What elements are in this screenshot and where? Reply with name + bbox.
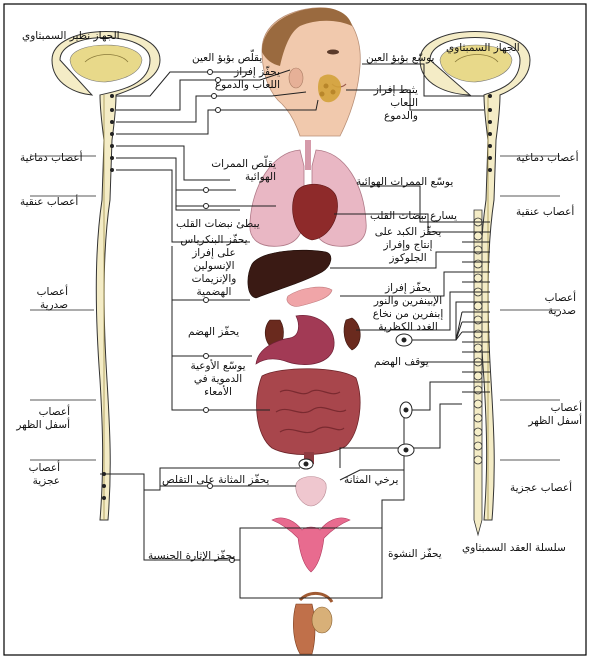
right-thoracic-nerves-label: أعصاب صدرية [526,292,576,318]
symp-heart-label: يسارع نبضات القلب [370,210,457,223]
right-cranial-nerves-label: أعصاب دماغية [516,152,579,165]
right-sacral-nerves-label: أعصاب عجزية [510,482,572,495]
para-bladder-label: يحفّز المثانة على التقلص [162,474,269,487]
para-vessels-label: يوسّع الأوعية الدموية في الأمعاء [186,360,250,399]
sympathetic-ganglion-chain [474,210,482,535]
para-heart-label: يبطئ نبضات القلب [176,218,260,231]
para-saliva-label: يحفّز إفراز اللعاب والدموع [210,66,280,92]
symp-bladder-label: يرخي المثانة [344,474,398,487]
symp-pupil-label: يوسّع بؤبؤ العين [366,52,434,65]
intestines-illustration [257,369,361,464]
lungs-illustration [250,140,366,246]
right-cervical-nerves-label: أعصاب عنقية [516,206,574,219]
symp-liver-label: يحفّز الكبد على إنتاج وإفراز الجلوكوز [372,226,444,265]
parasympathetic-ganglia [204,70,235,563]
symp-adrenal-label: يحفّز إفراز الإبينفرين والنور إبنفرين من… [366,282,450,334]
bladder-illustration [296,477,327,507]
left-thoracic-nerves-label: أعصاب صدرية [14,286,68,312]
parasympathetic-title: الجهاز نظير السمبثاوي [22,30,120,43]
left-brain-spinal-cord [52,32,160,521]
right-lumbar-nerves-label: أعصاب أسفل الظهر [524,402,582,428]
para-arousal-label: يحفّز الإثارة الجنسية [148,550,235,563]
male-reproductive-illustration [293,593,332,654]
symp-airways-label: يوسّع الممرات الهوائية [356,176,453,189]
para-pancreas-label: يحفّز البنكرياس على إفراز الإنسولين والإ… [176,234,252,299]
para-airways-label: يقلّص الممرات الهوائية [200,158,276,184]
para-digestion-label: يحفّز الهضم [188,326,239,339]
para-pupil-label: يقلّص بؤبؤ العين [192,52,262,65]
symp-digestion-label: يوقف الهضم [374,356,429,369]
left-sacral-nerves-label: أعصاب عجزية [14,462,60,488]
left-cranial-nerves-label: أعصاب دماغية [20,152,83,165]
uterus-illustration [272,518,350,572]
sympathetic-title: الجهاز السمبثاوي [446,42,520,55]
pancreas-illustration [287,287,332,306]
symp-saliva-label: يثبط إفراز اللعاب والدموع [358,84,418,123]
left-lumbar-nerves-label: أعصاب أسفل الظهر [14,406,70,432]
ganglion-chain-label: سلسلة العقد السمبثاوي [462,542,566,555]
left-cervical-nerves-label: أعصاب عنقية [20,196,78,209]
symp-orgasm-label: يحفّز النشوة [388,548,442,561]
